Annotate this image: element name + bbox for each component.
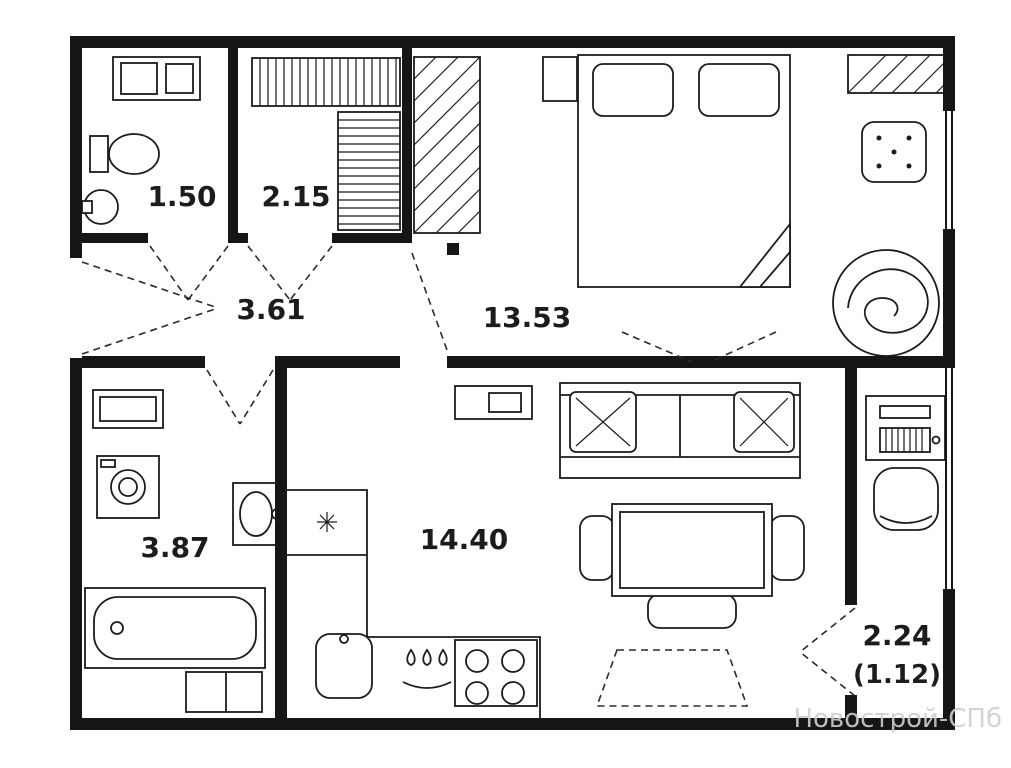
wardrobe-shelving [251,57,401,231]
round-chair [832,249,940,357]
room-label-bedroom: 13.53 [483,301,572,334]
bedroom-double-door-swing [621,331,777,363]
vent-symbol [317,512,337,532]
wc-sink [81,189,119,225]
living-furniture [454,382,805,707]
shelf-unit [337,111,401,231]
blanket-fold [738,221,791,288]
sofa [559,382,801,479]
bathtub [84,587,266,669]
chair-left [579,515,615,581]
bedroom-window [943,109,955,231]
room-label-wc: 1.50 [147,180,216,213]
toilet [89,133,160,175]
pouf [861,121,927,183]
desk [865,395,946,461]
bathroom-door-swing [206,369,274,425]
bedroom-door-swing [411,252,448,351]
corner-cabinet [847,54,949,94]
walls [70,36,955,730]
room-label-balcony-reduced: (1.12) [853,660,941,690]
chair-right [769,515,805,581]
watermark: Новострой-СПб [793,704,1002,734]
mouse [931,435,941,445]
windows [943,109,955,591]
balcony-glazing [943,368,955,591]
room-label-bathroom: 3.87 [140,531,209,564]
pillow-right [698,63,780,117]
kitchen-sink [315,633,373,699]
bed [577,54,791,288]
tv-stand [454,385,533,420]
hanging-rail [251,57,401,107]
door-swings [81,245,856,697]
kitchen [287,489,541,718]
nightstand [542,56,578,102]
built-in-closet [413,56,481,234]
bathroom-cabinet [92,389,164,429]
keyboard [879,427,931,453]
office-chair [873,467,939,531]
room-label-hallway: 3.61 [236,293,305,326]
pillow-left [592,63,674,117]
balcony-furniture [865,395,946,531]
bedroom-furniture [542,54,949,357]
room-label-wardrobe: 2.15 [261,180,330,213]
monitor [879,405,931,419]
room-label-balcony: 2.24 [862,619,931,652]
washing-machine [96,455,160,519]
room-label-kitchen-living: 14.40 [420,523,509,556]
room-labels: 1.50 2.15 3.61 13.53 3.87 14.40 2.24 (1.… [140,180,941,690]
water-heater [112,56,201,101]
stove [454,639,538,707]
dining-set [579,503,805,629]
dining-table [611,503,773,597]
chair-bottom [647,593,737,629]
rug [595,649,749,707]
wc-fixtures [81,56,201,225]
bathroom-shelf [185,671,263,713]
dishwasher [402,648,452,689]
